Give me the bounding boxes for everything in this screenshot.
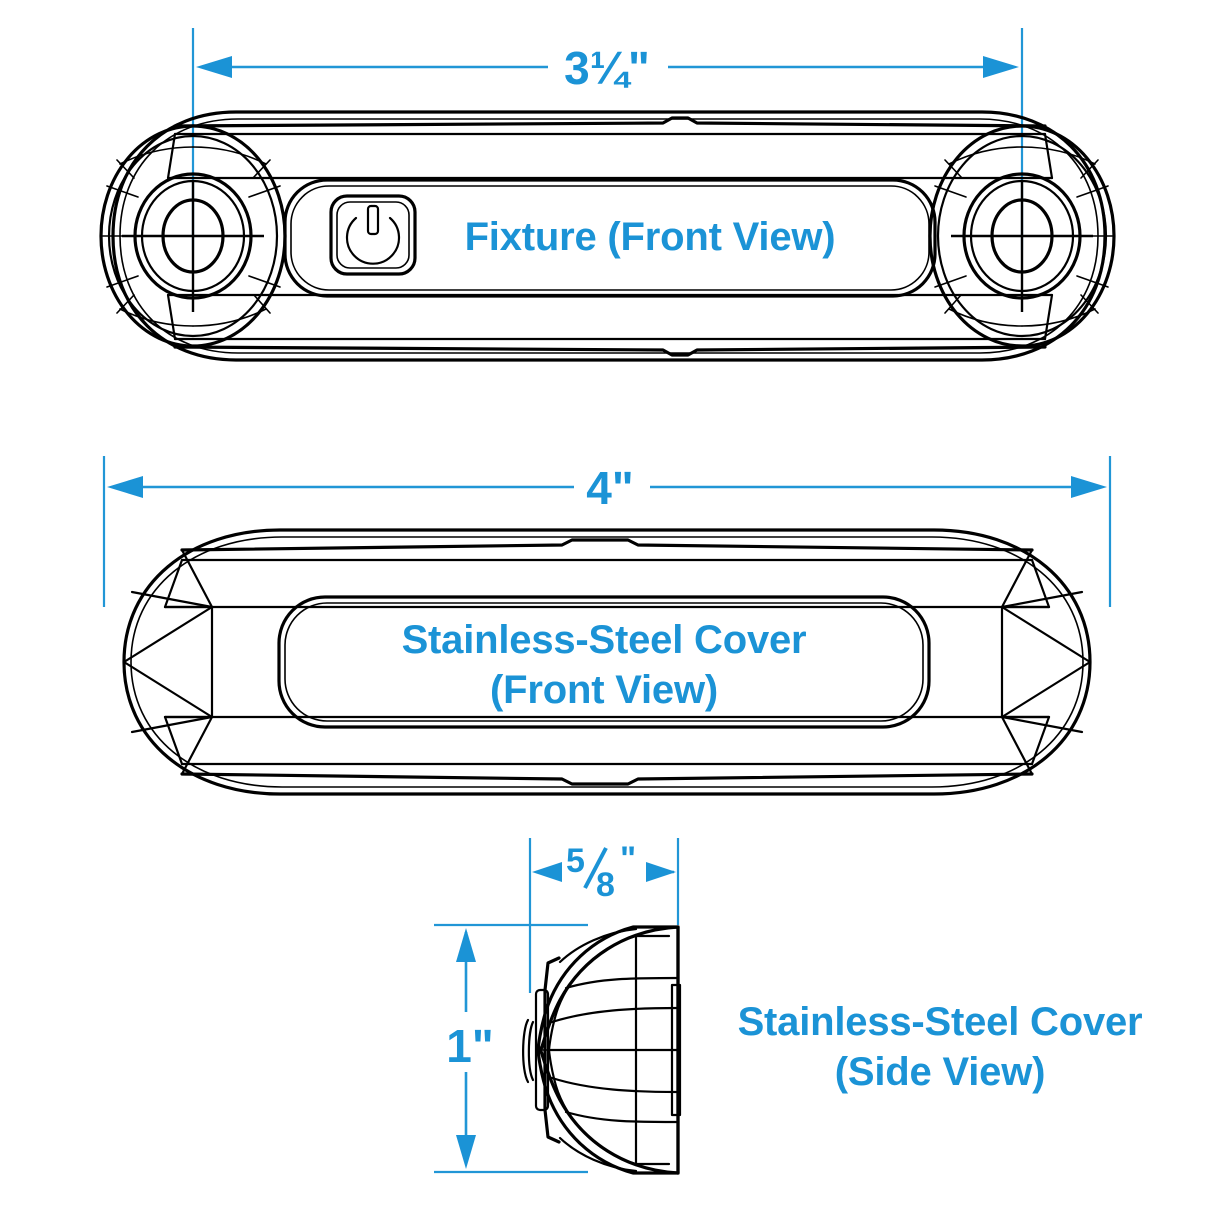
cover-outer-body	[122, 528, 1092, 796]
side-rib-upper	[564, 976, 680, 990]
left-mounting-hole-group	[99, 124, 287, 348]
depth-arrowhead-left-icon	[532, 862, 562, 882]
fixture-bottom-flange-left-taper	[166, 293, 177, 341]
depth-fraction-group: 5 8 "	[566, 840, 636, 904]
cover-top-flange	[180, 538, 1034, 552]
side-bottom-cap-accent	[558, 1136, 638, 1173]
fixture-outer-body-inner-echo	[119, 118, 1099, 354]
power-icon-stem	[366, 204, 380, 236]
side-left-gasket-tab-inner	[527, 1020, 535, 1082]
depth-arrowhead-right-icon	[646, 862, 676, 882]
side-rib-lower-mid	[550, 1076, 680, 1094]
side-rib-upper-mid	[550, 1006, 680, 1024]
depth-fraction-numerator: 5	[566, 842, 585, 880]
height-arrowhead-top-icon	[456, 928, 476, 962]
side-top-cap-accent	[558, 927, 638, 964]
fixture-front-label: Fixture (Front View)	[465, 215, 836, 259]
cover-arrowhead-right-icon	[1071, 476, 1107, 498]
side-rib-lower	[564, 1110, 680, 1124]
power-button[interactable]	[329, 194, 417, 276]
arrowhead-left-icon	[196, 56, 232, 78]
dimension-cover-width: 4"	[102, 456, 1112, 607]
cover-front-view-group: 4"	[102, 456, 1112, 796]
cover-center-panel-inner	[284, 602, 924, 722]
side-left-gasket-tab	[522, 1018, 530, 1084]
left-boss-spokes	[100, 146, 281, 327]
depth-fraction-denominator: 8	[596, 866, 615, 904]
power-icon	[345, 216, 401, 265]
cover-front-label-line2: (Front View)	[490, 668, 718, 712]
fixture-top-flange-left-taper	[166, 132, 177, 180]
dimension-cover-depth: 5 8 "	[528, 838, 680, 993]
height-arrowhead-bottom-icon	[456, 1135, 476, 1169]
right-boss-spokes	[934, 146, 1115, 327]
dimension-label-cover-width: 4"	[586, 462, 633, 514]
cover-outer-body-echo	[130, 536, 1084, 788]
power-button-housing[interactable]	[329, 194, 417, 276]
cover-right-endcap-facets	[1000, 548, 1092, 776]
power-button-housing-inner	[336, 201, 410, 269]
arrowhead-right-icon	[983, 56, 1019, 78]
depth-fraction-unit: "	[620, 840, 636, 878]
side-rear-gasket	[670, 983, 682, 1117]
cover-left-endcap-facets	[122, 548, 214, 776]
cover-center-panel	[277, 595, 931, 729]
cover-side-label-line2: (Side View)	[835, 1050, 1045, 1094]
right-mounting-hole-group	[928, 124, 1116, 348]
depth-fraction-slash	[583, 847, 608, 889]
fixture-bottom-flange	[173, 345, 1047, 357]
cover-side-label-line1: Stainless-Steel Cover	[738, 1000, 1143, 1044]
cover-bottom-flange	[180, 772, 1034, 786]
cover-front-label-line1: Stainless-Steel Cover	[402, 618, 807, 662]
cover-arrowhead-left-icon	[107, 476, 143, 498]
fixture-front-view-group: 3¼"	[99, 28, 1116, 362]
dimension-label-cover-height: 1"	[446, 1020, 493, 1072]
dimension-fixture-width: 3¼"	[191, 28, 1024, 250]
cover-side-profile	[522, 925, 682, 1175]
cover-side-view-group: 5 8 " 1"	[434, 838, 1143, 1175]
fixture-top-flange	[173, 116, 1047, 128]
dimension-label-fixture-width: 3¼"	[564, 42, 650, 94]
dimension-cover-height: 1"	[434, 923, 588, 1174]
